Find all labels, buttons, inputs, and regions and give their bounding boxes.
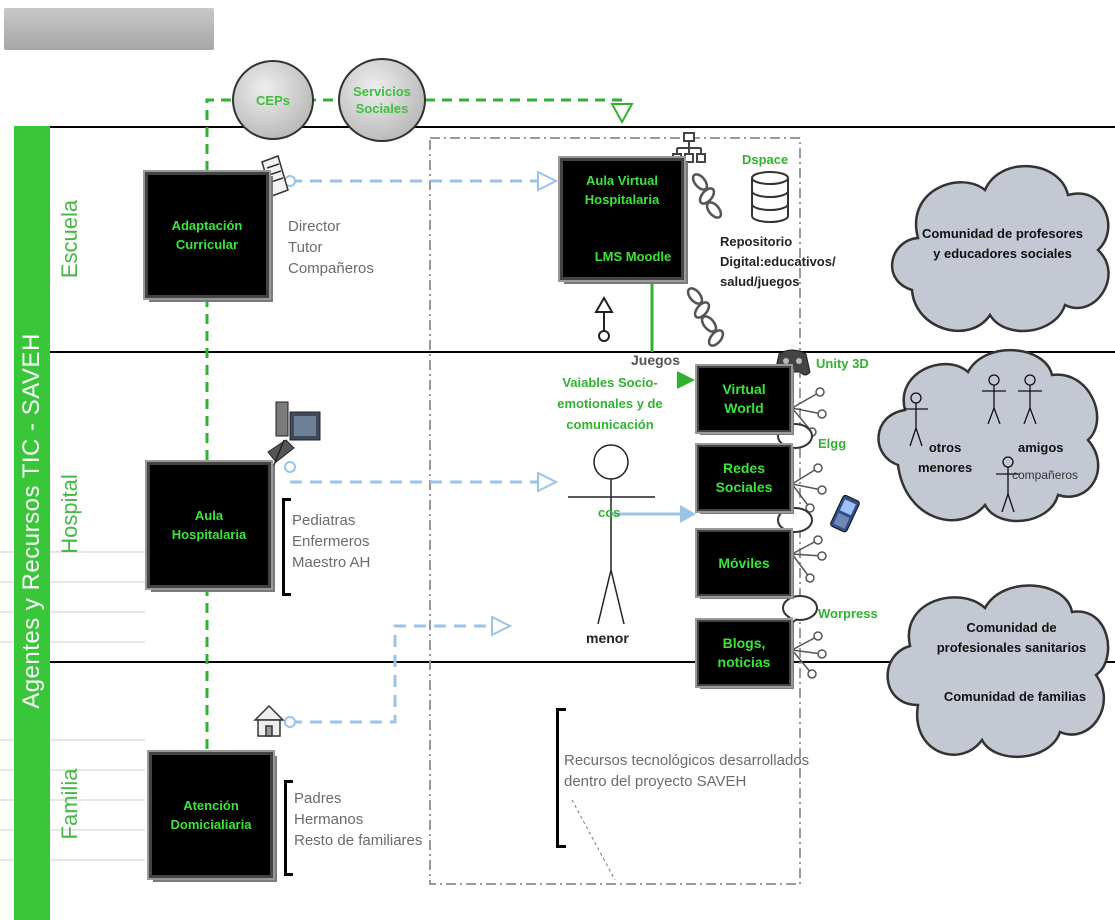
share-icon — [791, 535, 827, 583]
resource-blogs: Blogs, noticias — [695, 618, 793, 688]
person-menor-figure — [568, 444, 655, 625]
blue-arrowheads — [284, 170, 559, 728]
node-aula-virtual: Aula Virtual Hospitalaria LMS Moodle — [558, 156, 686, 282]
tool-elgg: Elgg — [818, 436, 847, 451]
resource-moviles-label: Móviles — [718, 554, 770, 571]
cloud-peers-companeros: compañeros — [1012, 468, 1079, 482]
house-icon — [253, 704, 285, 737]
share-icon — [791, 463, 827, 513]
node-adaptacion-curricular: Adaptación Curricular — [143, 170, 271, 300]
lane-label-familia: Familia — [57, 768, 82, 840]
dspace-label: Dspace — [742, 152, 789, 167]
node-adaptacion-label: Adaptación Curricular — [171, 218, 243, 252]
cloud-health-text: Comunidad de profesionales sanitarios — [936, 620, 1087, 655]
node-ceps: CEPs — [232, 60, 314, 140]
resource-redes-sociales: Redes Sociales — [695, 443, 793, 513]
chain-links — [686, 173, 725, 347]
node-aula-hospitalaria-label: Aula Hospitalaria — [171, 508, 247, 542]
node-atencion-domiciliaria: Atención Domicialiaria — [147, 750, 275, 880]
green-arrowhead — [610, 103, 634, 125]
legend-bracket — [556, 708, 566, 848]
database-icon — [751, 171, 789, 223]
agents-escuela: Director Tutor Compañeros — [288, 218, 374, 277]
node-servicios-sociales: Servicios Sociales — [338, 58, 426, 142]
cloud-peers — [877, 349, 1100, 523]
cloud-teachers-text: Comunidad de profesores y educadores soc… — [921, 226, 1084, 261]
person-menor-label: menor — [586, 630, 629, 646]
tool-wordpress: Worpress — [818, 606, 878, 621]
lane-label-escuela: Escuela — [57, 199, 82, 279]
cloud-peers-amigos: amigos — [1018, 440, 1064, 455]
resource-redes-label: Redes Sociales — [715, 460, 773, 495]
node-atencion-label: Atención Domicialiaria — [170, 798, 252, 832]
resource-moviles: Móviles — [695, 528, 793, 598]
peer-stick-figures — [904, 374, 1042, 513]
node-ceps-label: CEPs — [256, 92, 290, 108]
variables-label: Vaiables Socio- emotionales y de comunic… — [557, 375, 663, 432]
cloud-teachers — [890, 165, 1110, 333]
aula-virtual-lms: LMS Moodle — [594, 249, 672, 264]
side-band — [14, 126, 50, 920]
resource-virtual-world-label: Virtual World — [722, 381, 766, 416]
cos-label: cos — [598, 505, 621, 520]
blue-dashed-connectors — [290, 179, 540, 724]
mobile-phone-icon — [830, 494, 860, 533]
resource-blogs-label: Blogs, noticias — [717, 635, 771, 670]
header-bar — [4, 8, 214, 50]
node-servicios-sociales-label: Servicios Sociales — [353, 84, 411, 116]
interface-icon — [594, 295, 614, 342]
resource-virtual-world: Virtual World — [695, 364, 793, 434]
solid-blue-arrowhead — [680, 505, 696, 523]
share-icon — [791, 631, 827, 679]
agents-familia: Padres Hermanos Resto de familiares — [294, 790, 423, 849]
node-aula-hospitalaria: Aula Hospitalaria — [145, 460, 273, 590]
repository-text: Repositorio Digital:educativos/ salud/ju… — [720, 234, 836, 289]
lane-label-hospital: Hospital — [57, 474, 82, 554]
juegos-label: Juegos — [631, 352, 681, 368]
cloud-communities — [886, 584, 1110, 759]
cloud-peers-otros: otros menores — [918, 440, 973, 475]
bracket-familia — [284, 780, 293, 876]
cloud-shapes — [877, 165, 1110, 759]
agents-hospital: Pediatras Enfermeros Maestro AH — [292, 512, 371, 571]
aula-virtual-title: Aula Virtual Hospitalaria — [584, 173, 660, 207]
computer-icon — [267, 401, 321, 481]
legend-text: Recursos tecnológicos desarrollados dent… — [564, 752, 810, 790]
diagram-title: Agentes y Recursos TIC - SAVEH — [18, 333, 45, 709]
tool-unity-3d: Unity 3D — [816, 356, 869, 371]
cloud-families-text: Comunidad de familias — [943, 689, 1087, 704]
bracket-hospital — [282, 498, 291, 596]
